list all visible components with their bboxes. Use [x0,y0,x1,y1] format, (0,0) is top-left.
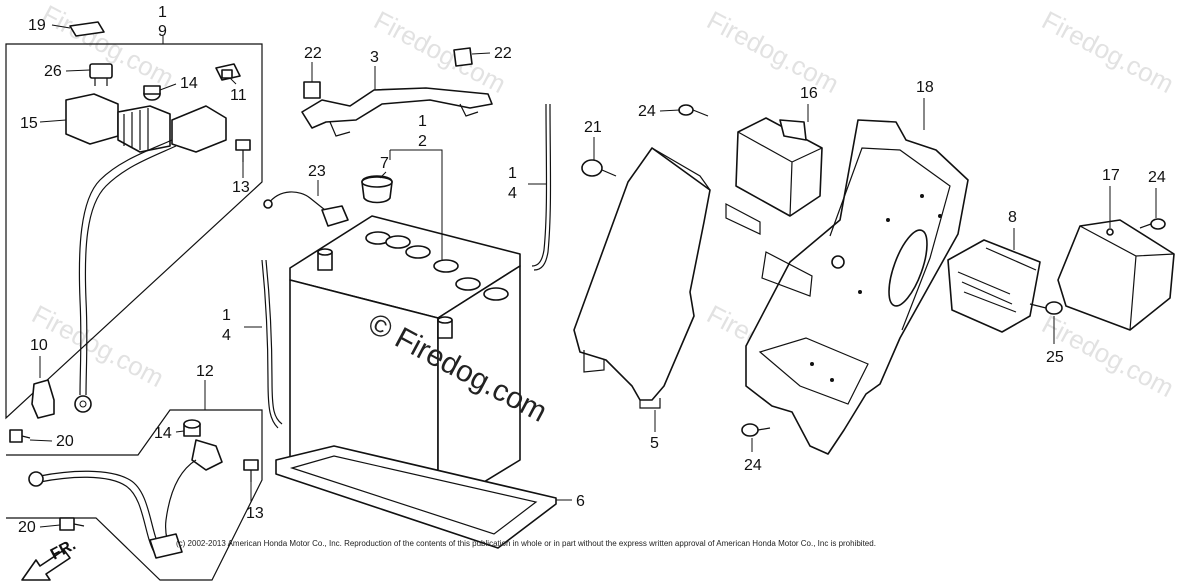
harness-group-box [5,36,263,420]
nut-14-top [143,85,161,101]
callout-19: 19 [28,17,46,34]
bolt-25 [1029,301,1063,315]
negative-cable-box [6,380,263,581]
callout-7: 7 [380,155,389,172]
starter-relay-15 [65,93,227,413]
callout-22: 22 [494,45,512,62]
callout-4: 4 [508,185,517,202]
callout-1: 1 [158,4,167,21]
callout-22: 22 [304,45,322,62]
callout-12: 12 [196,363,214,380]
callout-1: 1 [222,307,231,324]
control-unit-16 [725,117,823,235]
callout-18: 18 [916,79,934,96]
battery-cap-7 [361,175,393,204]
copyright-notice: (c) 2002-2013 American Honda Motor Co., … [176,539,876,548]
bolt-24-top [678,104,709,117]
callout-16: 16 [800,85,818,102]
callout-14: 14 [154,425,172,442]
negative-cable [28,439,223,559]
callout-3: 3 [370,49,379,66]
breather-tube-4-right [531,103,552,271]
callout-10: 10 [30,337,48,354]
battery-holder-bar-3 [301,66,493,137]
battery-cover-5 [573,147,711,432]
callout-labels: 19 1 9 26 14 11 15 13 10 20 12 14 13 20 … [18,4,1166,564]
callout-5: 5 [650,435,659,452]
bolt-13-lower [243,459,259,482]
nut-22-left [303,81,321,99]
callout-13: 13 [232,179,250,196]
nut-22-right [453,47,473,67]
callout-15: 15 [20,115,38,132]
callout-23: 23 [308,163,326,180]
fuse-label-19 [69,21,105,37]
bolt-20-lower [59,517,85,531]
callout-25: 25 [1046,349,1064,366]
vent-tube-clip-23 [263,180,349,227]
callout-2: 2 [418,133,427,150]
callout-20: 20 [18,519,36,536]
callout-20: 20 [56,433,74,450]
callout-1: 1 [418,113,427,130]
callout-8: 8 [1008,209,1017,226]
callout-24: 24 [1148,169,1166,186]
regulator-rectifier-8 [947,228,1041,333]
callout-6: 6 [576,493,585,510]
callout-1: 1 [508,165,517,182]
mounting-bracket-18 [745,119,969,455]
bolt-24-bottom [741,423,771,437]
front-direction-arrow [21,549,71,581]
leader-lines [29,24,1157,528]
bolt-24-right [1139,218,1166,230]
watermark-text: Firedog.com [702,5,844,99]
callout-9: 9 [158,23,167,40]
callout-26: 26 [44,63,62,80]
callout-11: 11 [230,87,247,104]
module-17 [1057,219,1175,331]
callout-24: 24 [744,457,762,474]
clip-11 [215,63,241,81]
watermark-text: Firedog.com [1037,5,1179,99]
breather-tube-4-left [261,259,283,429]
terminal-cover-10 [31,379,55,419]
watermark-text: Firedog.com [369,5,511,99]
bolt-20-left [9,429,31,443]
callout-24: 24 [638,103,656,120]
callout-13: 13 [246,505,264,522]
battery-tray-6 [275,445,572,549]
main-fuse-26 [89,63,113,86]
callout-17: 17 [1102,167,1120,184]
bolt-21 [581,159,617,177]
callout-14: 14 [180,75,198,92]
nut-14-lower [183,419,201,437]
callout-21: 21 [584,119,602,136]
callout-4: 4 [222,327,231,344]
bolt-13-top [235,139,251,162]
